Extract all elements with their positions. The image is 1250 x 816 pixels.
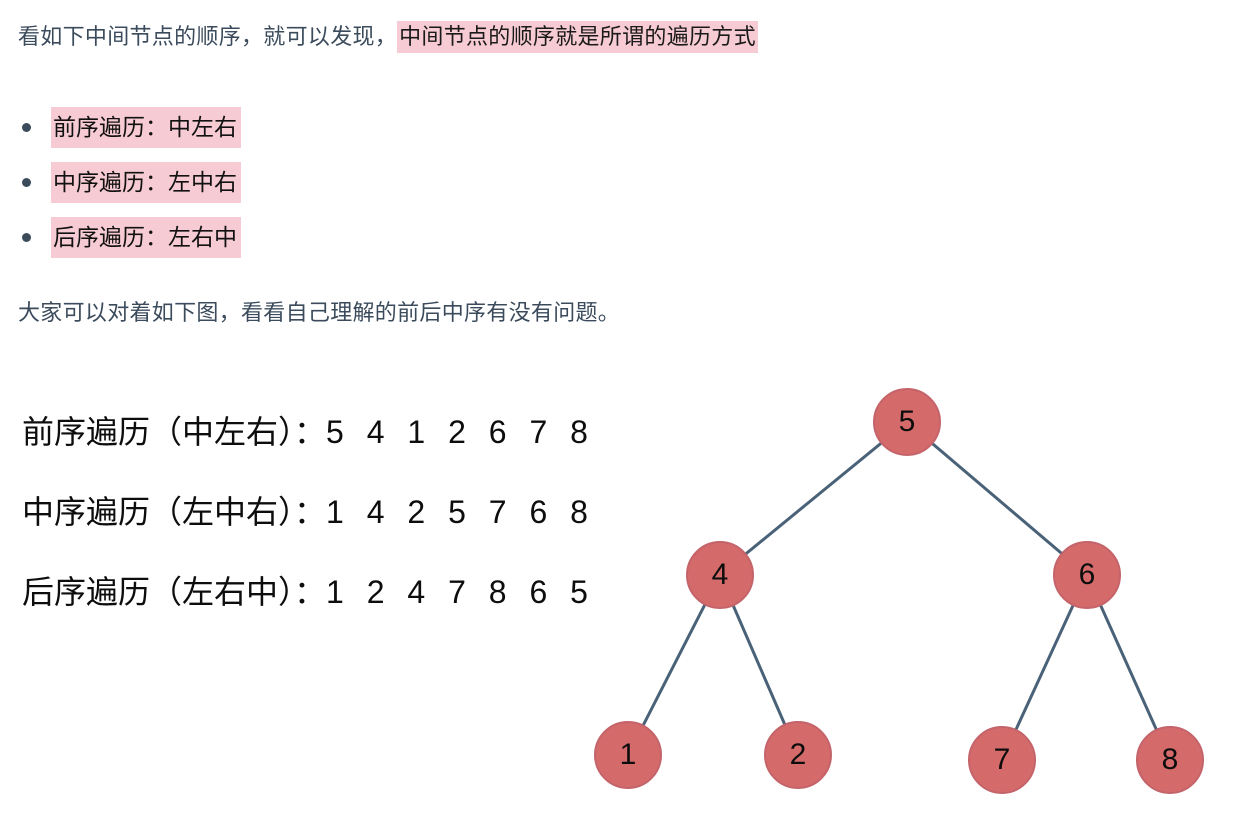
postorder-label: 后序遍历（左右中）： [22,574,327,610]
tree-node-1: 1 [594,721,662,789]
preorder-sequence: 5 4 1 2 6 7 8 [326,414,595,450]
tree-node-2: 2 [764,721,832,789]
preorder-label: 前序遍历（中左右）： [22,414,327,450]
intro-highlighted-text: 中间节点的顺序就是所谓的遍历方式 [397,21,758,53]
list-item-label: 中序遍历：左中右 [51,162,241,203]
tree-node-8: 8 [1136,726,1204,794]
intro-prefix-text: 看如下中间节点的顺序，就可以发现， [18,24,398,49]
binary-tree-diagram: 5 4 6 1 2 7 8 [560,360,1250,816]
tree-node-label: 5 [898,405,916,438]
tree-node-label: 8 [1161,743,1179,776]
bullet-dot-icon [22,233,31,242]
tree-node-label: 1 [619,738,637,771]
inorder-line: 中序遍历（左中右）：1 4 2 5 7 6 8 [22,472,595,552]
list-item: 前序遍历：中左右 [0,104,600,159]
postorder-sequence: 1 2 4 7 8 6 5 [326,574,595,610]
tree-node-5: 5 [873,388,941,456]
list-item-label: 后序遍历：左右中 [51,217,241,258]
inorder-label: 中序遍历（左中右）： [22,494,327,530]
list-item-label: 前序遍历：中左右 [51,107,241,148]
intro-paragraph: 看如下中间节点的顺序，就可以发现，中间节点的顺序就是所谓的遍历方式 [18,20,758,54]
traversal-results: 前序遍历（中左右）：5 4 1 2 6 7 8 中序遍历（左中右）：1 4 2 … [22,392,595,632]
instruction-paragraph: 大家可以对着如下图，看看自己理解的前后中序有没有问题。 [18,300,621,325]
tree-node-label: 4 [711,558,729,591]
tree-node-6: 6 [1053,541,1121,609]
tree-node-4: 4 [686,541,754,609]
tree-edge-root-n4 [718,420,909,577]
tree-node-label: 2 [789,738,807,771]
postorder-line: 后序遍历（左右中）：1 2 4 7 8 6 5 [22,552,595,632]
list-item: 后序遍历：左右中 [0,214,600,269]
tree-node-7: 7 [968,726,1036,794]
list-item: 中序遍历：左中右 [0,159,600,214]
bullet-dot-icon [22,178,31,187]
bullet-dot-icon [22,123,31,132]
traversal-order-list: 前序遍历：中左右 中序遍历：左中右 后序遍历：左右中 [0,104,600,269]
inorder-sequence: 1 4 2 5 7 6 8 [326,494,595,530]
tree-node-label: 6 [1078,558,1096,591]
preorder-line: 前序遍历（中左右）：5 4 1 2 6 7 8 [22,392,595,472]
tree-node-label: 7 [993,743,1011,776]
tree-edge-root-n6 [905,420,1089,577]
